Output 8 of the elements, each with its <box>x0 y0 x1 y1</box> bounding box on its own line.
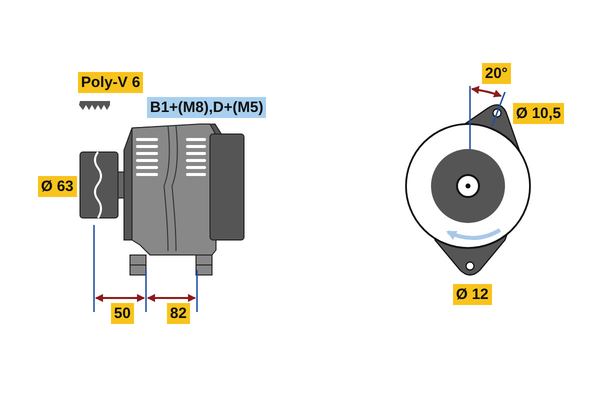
dimension-label: Poly-V 6 <box>78 72 144 93</box>
dimension-label: Ø 10,5 <box>513 103 564 124</box>
dimension-label: 50 <box>111 303 134 324</box>
dimension-label: 20° <box>482 63 511 84</box>
dimension-label: 82 <box>167 303 190 324</box>
terminal-label: B1+(M8),D+(M5) <box>147 97 266 118</box>
dimension-label: Ø 63 <box>38 176 77 197</box>
dimension-label: Ø 12 <box>453 284 492 305</box>
